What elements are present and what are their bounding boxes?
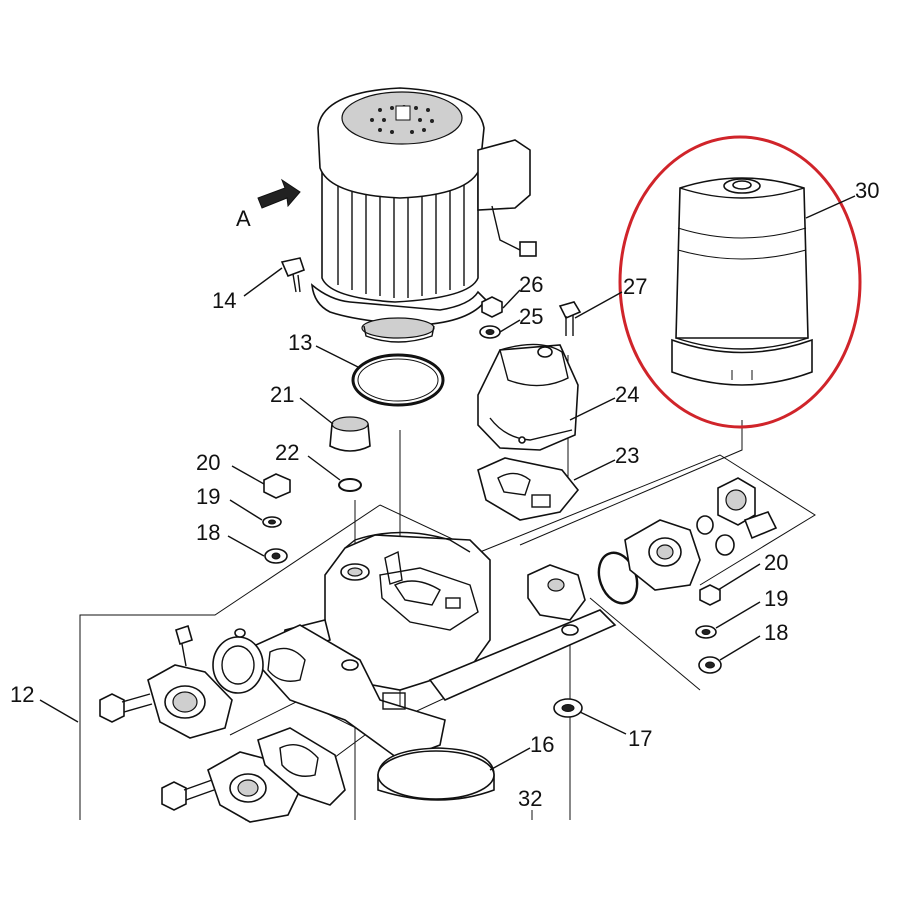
motor — [310, 87, 537, 343]
callout-labels: 30 27 26 25 24 23 14 13 21 22 20 19 18 2… — [10, 178, 879, 811]
part-23-gasket — [477, 457, 580, 521]
part-30-filter-cartridge — [671, 177, 813, 386]
part-24-valve-block — [477, 343, 579, 451]
highlight-ring — [618, 135, 862, 429]
callout-20-right: 20 — [764, 550, 788, 575]
callout-19-right: 19 — [764, 586, 788, 611]
callout-18-left: 18 — [196, 520, 220, 545]
part-21-cap — [329, 416, 371, 452]
lower-left-flanges — [99, 624, 346, 823]
part-22-ring — [338, 478, 362, 492]
callout-12: 12 — [10, 682, 34, 707]
callout-19-left: 19 — [196, 484, 220, 509]
callout-18-right: 18 — [764, 620, 788, 645]
callout-25: 25 — [519, 304, 543, 329]
callout-14: 14 — [212, 288, 236, 313]
callout-21: 21 — [270, 382, 294, 407]
part-12-housing-block — [243, 531, 617, 761]
callout-24: 24 — [615, 382, 639, 407]
part-13-o-ring — [351, 353, 445, 407]
callout-30: 30 — [855, 178, 879, 203]
callout-32: 32 — [518, 786, 542, 811]
callout-23: 23 — [615, 443, 639, 468]
callout-17: 17 — [628, 726, 652, 751]
callout-22: 22 — [275, 440, 299, 465]
view-arrow-a: A — [236, 178, 301, 231]
callout-26: 26 — [519, 272, 543, 297]
part-14-bolt — [280, 257, 306, 293]
callout-20-left: 20 — [196, 450, 220, 475]
parts-18-20-left-stack — [262, 473, 291, 564]
view-label-a: A — [236, 206, 251, 231]
parts-25-26-27 — [479, 296, 582, 339]
callout-16: 16 — [530, 732, 554, 757]
right-side-fittings — [597, 477, 778, 674]
callout-13: 13 — [288, 330, 312, 355]
callout-leaders — [39, 195, 856, 771]
parts-16-17-bottom — [377, 698, 583, 801]
callout-27: 27 — [623, 274, 647, 299]
